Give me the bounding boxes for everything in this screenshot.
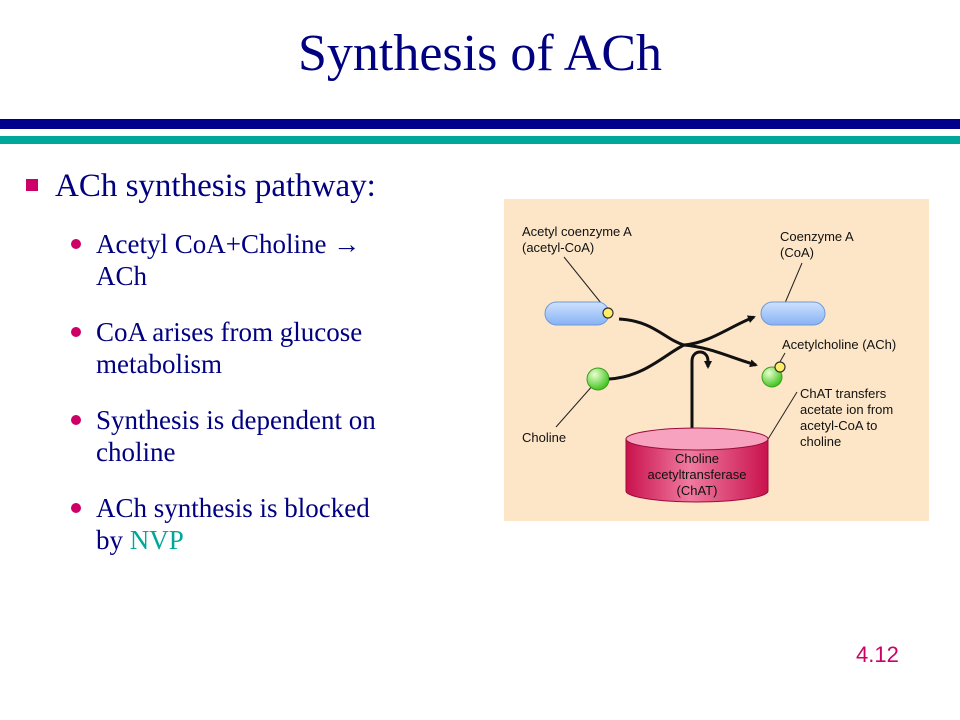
coa-label: (CoA) xyxy=(780,245,814,260)
square-bullet-icon xyxy=(26,179,38,191)
round-bullet-icon xyxy=(71,239,81,249)
round-bullet-icon xyxy=(71,415,81,425)
enzyme-label: acetyltransferase xyxy=(648,467,747,482)
coa-out-arrow xyxy=(683,315,756,347)
ach-choline-ball xyxy=(761,366,783,388)
sub-bullet-line: Acetyl CoA+Choline → xyxy=(96,229,361,259)
chat-note-label: acetate ion from xyxy=(800,402,893,417)
acetyl-coa-capsule xyxy=(544,301,610,326)
main-bullet-text: ACh synthesis pathway: xyxy=(55,168,376,204)
chat-note-label: ChAT transfers xyxy=(800,386,887,401)
sub-bullet-line: by NVP xyxy=(72,524,482,556)
coa-label: Coenzyme A xyxy=(780,229,854,244)
sub-bullet-line: Synthesis is dependent on xyxy=(96,405,376,435)
slide-title: Synthesis of ACh xyxy=(297,25,663,82)
enzyme-label: (ChAT) xyxy=(677,483,718,498)
nvp-highlight: NVP xyxy=(129,525,184,555)
ach-acetyl-ion-icon xyxy=(774,361,786,373)
ach-synthesis-figure: Acetyl coenzyme A (acetyl-CoA) Coenzyme … xyxy=(504,199,929,521)
leader-line xyxy=(555,383,595,428)
cylinder-top xyxy=(625,427,769,451)
page-number: 4.12 xyxy=(856,642,899,667)
chat-note-label: choline xyxy=(800,434,841,449)
sub-bullet-line: metabolism xyxy=(96,349,222,379)
acetyl-ion-icon xyxy=(602,307,614,319)
title-divider-navy xyxy=(0,119,960,129)
acetyl-coa-label: Acetyl coenzyme A xyxy=(522,224,632,239)
leader-line xyxy=(784,262,803,304)
title-divider-teal xyxy=(0,136,960,144)
sub-bullet-line: CoA arises from glucose xyxy=(96,317,363,347)
chat-enzyme-cylinder xyxy=(625,427,769,503)
choline-label: Choline xyxy=(522,430,566,445)
round-bullet-icon xyxy=(71,503,81,513)
sub-bullet: Synthesis is dependent on choline xyxy=(71,404,482,468)
sub-bullet: CoA arises from glucose metabolism xyxy=(71,316,482,380)
coa-capsule xyxy=(760,301,826,326)
sub-bullet-line: ACh xyxy=(96,261,148,291)
ach-out-arrow xyxy=(683,343,758,368)
enzyme-label: Choline xyxy=(675,451,719,466)
chat-note-label: acetyl-CoA to xyxy=(800,418,877,433)
sub-bullet: ACh synthesis is blocked by NVP xyxy=(71,492,482,556)
cylinder-body xyxy=(625,438,769,503)
ach-label: Acetylcholine (ACh) xyxy=(782,337,896,352)
round-bullet-icon xyxy=(71,327,81,337)
acetyl-coa-in-arrow xyxy=(618,317,685,347)
sub-bullet-line: choline xyxy=(96,437,176,467)
acetyl-coa-label: (acetyl-CoA) xyxy=(522,240,594,255)
leader-line xyxy=(563,256,602,304)
choline-ball xyxy=(586,367,610,391)
sub-bullet-line: ACh synthesis is blocked xyxy=(96,493,370,523)
enzyme-action-arrow xyxy=(690,350,712,435)
pathway-diagram: Acetyl coenzyme A (acetyl-CoA) Coenzyme … xyxy=(504,199,929,521)
by-text: by xyxy=(96,525,130,555)
choline-in-arrow xyxy=(608,343,685,381)
sub-bullet: Acetyl CoA+Choline → ACh xyxy=(71,228,482,292)
